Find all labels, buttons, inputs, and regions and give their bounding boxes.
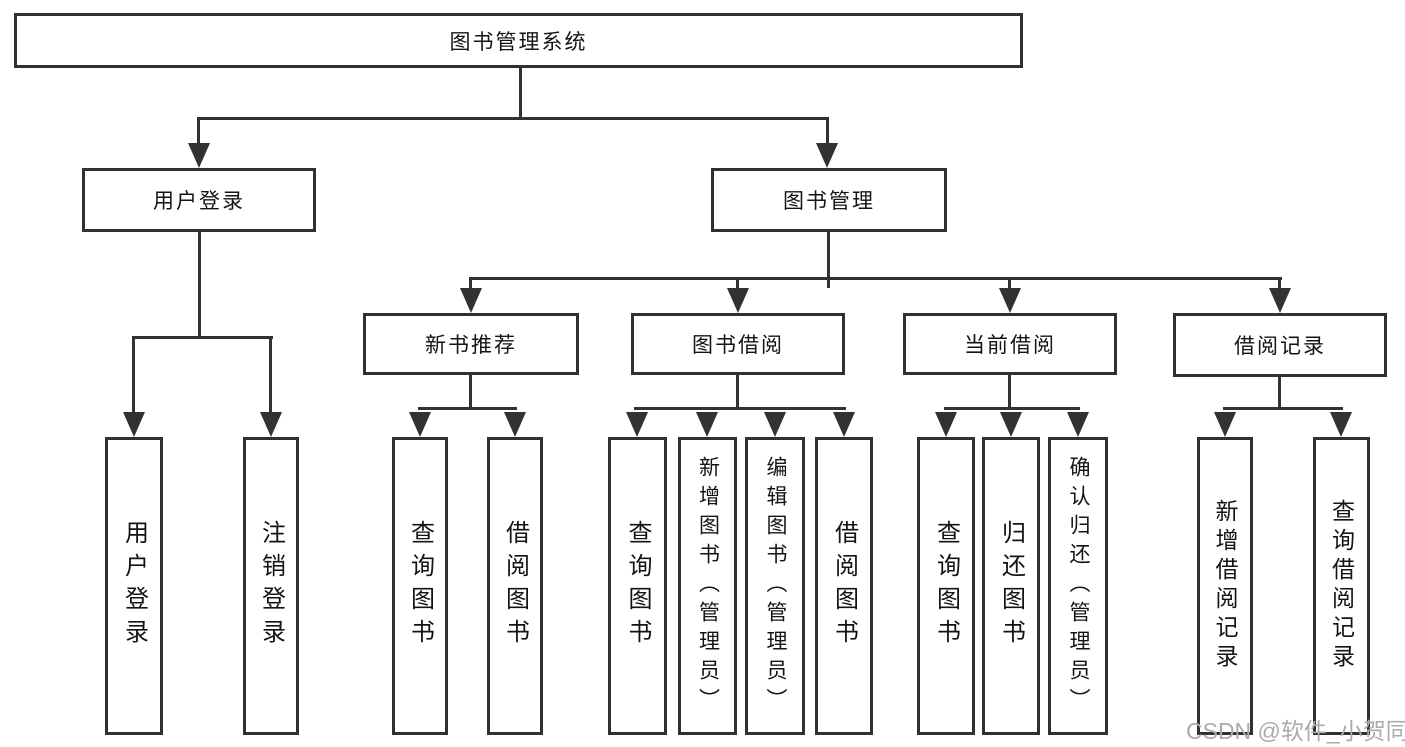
connector-line xyxy=(418,407,517,410)
node-label: 图书管理系统 xyxy=(449,30,588,54)
connector-line xyxy=(469,277,1282,280)
connector-line xyxy=(1278,375,1281,409)
leaf-user-login: 用户登录 xyxy=(105,437,163,735)
csdn-watermark: CSDN @软件_小贺同学 xyxy=(1186,718,1405,744)
arrow-down-icon xyxy=(188,143,210,168)
connector-line xyxy=(1223,407,1343,410)
leaf-label: 借阅图书 xyxy=(830,520,858,652)
arrow-down-icon xyxy=(764,412,786,437)
arrow-down-icon xyxy=(816,143,838,168)
leaf-label: 注销登录 xyxy=(257,520,285,652)
leaf-add-borrow-record: 新增借阅记录 xyxy=(1197,437,1253,735)
arrow-down-icon xyxy=(696,412,718,437)
node-label: 当前借阅 xyxy=(964,334,1056,357)
arrow-down-icon xyxy=(123,412,145,437)
connector-line xyxy=(519,66,522,119)
leaf-label: 查询借阅记录 xyxy=(1328,499,1355,673)
node-label: 借阅记录 xyxy=(1234,335,1326,358)
arrow-down-icon xyxy=(409,412,431,437)
node-user-login: 用户登录 xyxy=(82,168,316,232)
arrow-down-icon xyxy=(504,412,526,437)
node-borrowing-records: 借阅记录 xyxy=(1173,313,1387,377)
node-label: 用户登录 xyxy=(153,190,245,213)
leaf-label: 确认归还（管理员） xyxy=(1067,455,1090,717)
leaf-label: 借阅图书 xyxy=(501,520,529,652)
leaf-label: 查询图书 xyxy=(932,520,960,652)
arrow-down-icon xyxy=(833,412,855,437)
node-current-borrowing: 当前借阅 xyxy=(903,313,1117,375)
leaf-query-borrow-record: 查询借阅记录 xyxy=(1313,437,1370,735)
arrow-down-icon xyxy=(999,288,1021,313)
node-label: 图书借阅 xyxy=(692,334,784,357)
connector-line xyxy=(944,407,1080,410)
leaf-label: 新增借阅记录 xyxy=(1212,499,1238,673)
leaf-query-books-recommend: 查询图书 xyxy=(392,437,448,735)
arrow-down-icon xyxy=(1269,288,1291,313)
connector-line xyxy=(634,407,846,410)
connector-line xyxy=(197,117,829,120)
arrow-down-icon xyxy=(1214,412,1236,437)
arrow-down-icon xyxy=(260,412,282,437)
connector-line xyxy=(827,230,830,280)
leaf-borrow-books-borrowing: 借阅图书 xyxy=(815,437,873,735)
node-book-management: 图书管理 xyxy=(711,168,947,232)
connector-line xyxy=(197,117,200,147)
connector-line xyxy=(132,336,135,414)
leaf-label: 归还图书 xyxy=(997,520,1025,652)
connector-line xyxy=(827,280,830,288)
node-library-management-system: 图书管理系统 xyxy=(14,13,1023,68)
connector-line xyxy=(198,230,201,339)
leaf-label: 查询图书 xyxy=(624,520,651,652)
leaf-borrow-books-recommend: 借阅图书 xyxy=(487,437,543,735)
connector-line xyxy=(1008,373,1011,409)
leaf-return-books: 归还图书 xyxy=(982,437,1040,735)
leaf-label: 查询图书 xyxy=(406,520,434,652)
arrow-down-icon xyxy=(1000,412,1022,437)
arrow-down-icon xyxy=(460,288,482,313)
connector-line xyxy=(469,373,472,409)
leaf-label: 编辑图书（管理员） xyxy=(764,455,787,717)
connector-line xyxy=(736,373,739,409)
connector-line xyxy=(736,277,739,291)
arrow-down-icon xyxy=(935,412,957,437)
connector-line xyxy=(1278,277,1281,291)
connector-line xyxy=(1008,277,1011,291)
leaf-logout-login: 注销登录 xyxy=(243,437,299,735)
connector-line xyxy=(269,336,272,414)
arrow-down-icon xyxy=(626,412,648,437)
node-new-book-recommendation: 新书推荐 xyxy=(363,313,579,375)
leaf-query-books-current: 查询图书 xyxy=(917,437,975,735)
connector-line xyxy=(826,117,829,147)
node-label: 新书推荐 xyxy=(425,334,517,357)
leaf-label: 用户登录 xyxy=(120,520,148,652)
arrow-down-icon xyxy=(727,288,749,313)
arrow-down-icon xyxy=(1330,412,1352,437)
connector-line xyxy=(469,277,472,291)
leaf-add-books-admin: 新增图书（管理员） xyxy=(678,437,737,735)
node-book-borrowing: 图书借阅 xyxy=(631,313,845,375)
leaf-query-books-borrowing: 查询图书 xyxy=(608,437,667,735)
leaf-label: 新增图书（管理员） xyxy=(696,455,720,717)
connector-line xyxy=(132,336,273,339)
arrow-down-icon xyxy=(1067,412,1089,437)
leaf-confirm-return-admin: 确认归还（管理员） xyxy=(1048,437,1108,735)
leaf-edit-books-admin: 编辑图书（管理员） xyxy=(745,437,805,735)
node-label: 图书管理 xyxy=(783,190,875,213)
